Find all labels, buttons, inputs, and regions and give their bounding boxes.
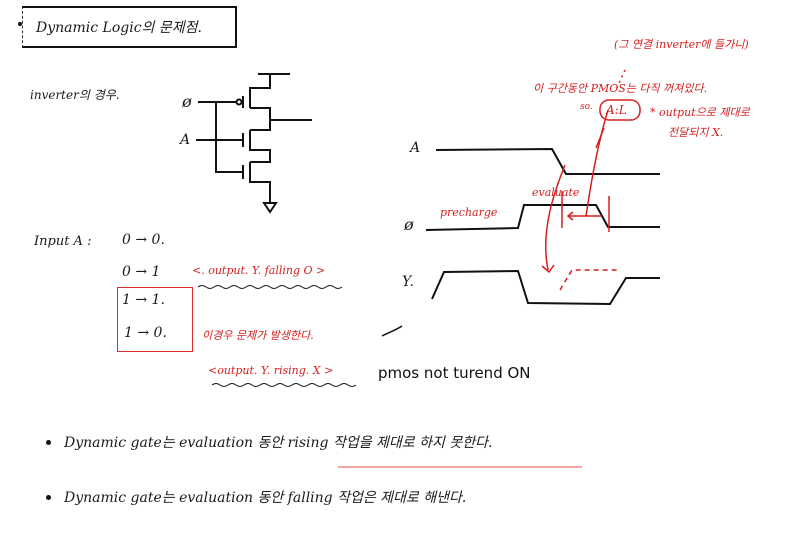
red-annotations: [197, 69, 641, 468]
annotation-circled-al: A:L: [606, 103, 627, 117]
annotation-output-line2: 전달되지 X.: [668, 126, 724, 139]
conclusion-1: Dynamic gate는 evaluation 동안 rising 작업을 제…: [64, 435, 493, 451]
subtitle: inverter의 경우.: [30, 88, 120, 102]
conclusion-2: Dynamic gate는 evaluation 동안 falling 작업은 …: [64, 490, 467, 506]
case-row-0: 0 → 0.: [122, 232, 165, 248]
a-label: A: [180, 132, 191, 148]
typed-annotation: pmos not turend ON: [378, 364, 531, 382]
wave-label-y: Y.: [402, 274, 414, 290]
annotation-output-line: * output으로 제대로: [650, 106, 750, 119]
case-row-3: 1 → 0.: [124, 325, 167, 341]
annotation-so: so.: [580, 102, 593, 112]
evaluate-label: evaluate: [532, 186, 580, 199]
waveforms: [425, 147, 660, 306]
wave-label-phi: ø: [404, 215, 414, 234]
title-box: [22, 6, 237, 48]
bullet-icon: [46, 440, 51, 445]
page-title: Dynamic Logic의 문제점.: [36, 20, 202, 36]
annotation-pmos: 이 구간동안 PMOS는 다직 꺼져있다.: [533, 82, 708, 95]
precharge-label: precharge: [440, 206, 498, 219]
wave-label-a: A: [410, 140, 421, 156]
title-bullet: [18, 22, 22, 26]
case-row-1: 0 → 1: [122, 264, 161, 280]
phi-label: ø: [182, 92, 192, 111]
case-note-1: <. output. Y. falling O >: [192, 264, 326, 277]
case-note-3: 이경우 문제가 발생한다.: [202, 329, 314, 342]
input-label: Input A :: [34, 234, 92, 249]
annotation-paren: (그 연결 inverter에 들가니): [614, 38, 749, 51]
problem-note: <output. Y. rising. X >: [208, 364, 334, 377]
highlight-box: [117, 287, 193, 352]
inverter-circuit: [196, 73, 312, 214]
case-row-2: 1 → 1.: [122, 292, 165, 308]
bullet-icon: [46, 495, 51, 500]
